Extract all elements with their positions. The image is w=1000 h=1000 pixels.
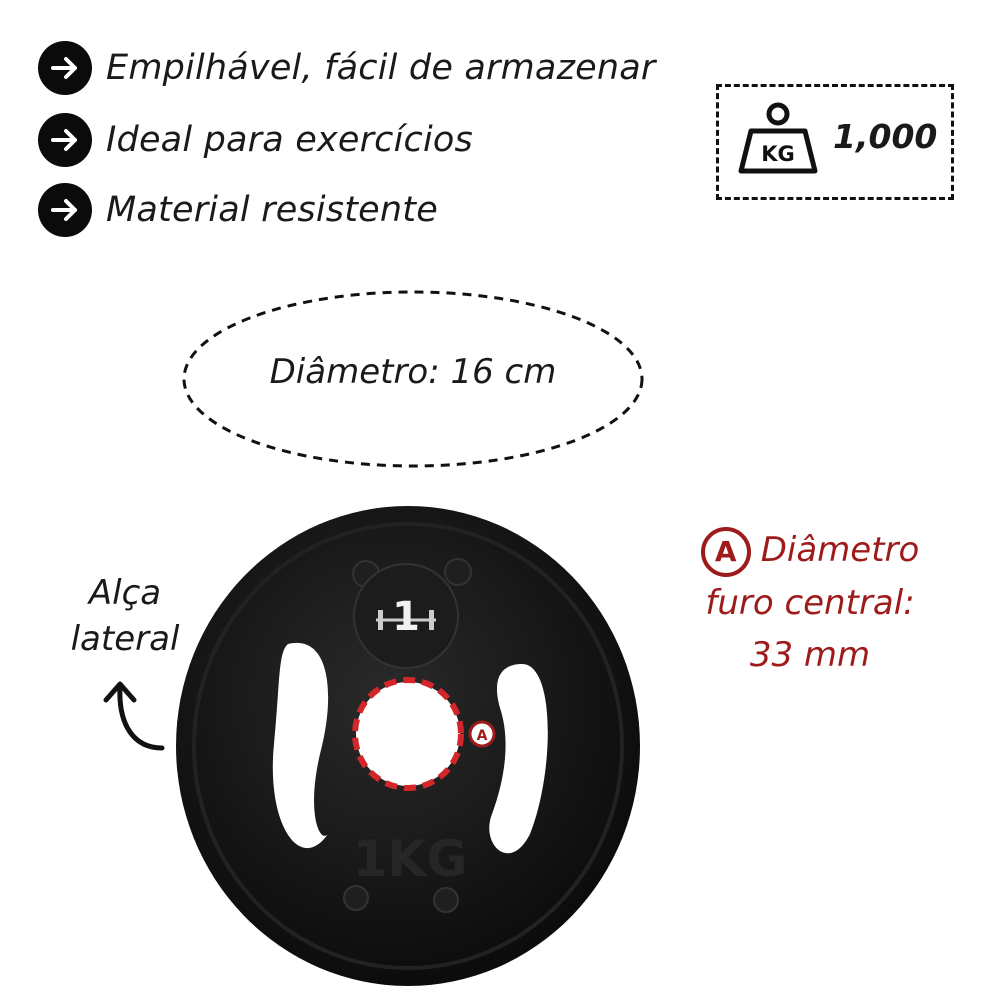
weight-plate-image: 1 A 1KG xyxy=(176,506,640,986)
feature-item: Empilhável, fácil de armazenar xyxy=(38,40,656,96)
arrow-right-icon xyxy=(38,183,92,237)
feature-text: Ideal para exercícios xyxy=(106,120,473,160)
arrow-right-icon xyxy=(38,41,92,95)
feature-item: Material resistente xyxy=(38,182,438,238)
weight-icon-label: KG xyxy=(761,142,795,166)
weight-box: KG 1,000 xyxy=(716,84,954,200)
arrow-right-icon xyxy=(38,113,92,167)
curved-arrow-icon xyxy=(103,681,165,751)
handle-label: Alça lateral xyxy=(55,570,195,662)
feature-text: Empilhável, fácil de armazenar xyxy=(106,48,656,88)
feature-item: Ideal para exercícios xyxy=(38,112,473,168)
hole-label-line: Diâmetro xyxy=(760,530,920,570)
handle-label-line: lateral xyxy=(70,619,180,659)
plate-hole-badge: A xyxy=(477,728,488,744)
plate-center-number: 1 xyxy=(392,594,420,640)
plate-weight-mark: 1KG xyxy=(353,830,468,888)
diameter-ellipse xyxy=(182,290,644,468)
weight-value: 1,000 xyxy=(833,117,938,156)
hole-label-line: 33 mm xyxy=(749,634,871,675)
hole-label-line: furo central: xyxy=(705,582,915,623)
kettlebell-weight-icon: KG xyxy=(738,102,818,174)
diameter-text: Diâmetro: 16 cm xyxy=(269,352,557,392)
feature-text: Material resistente xyxy=(106,190,438,230)
handle-label-line: Alça xyxy=(88,573,162,613)
hole-badge: A xyxy=(700,526,751,577)
